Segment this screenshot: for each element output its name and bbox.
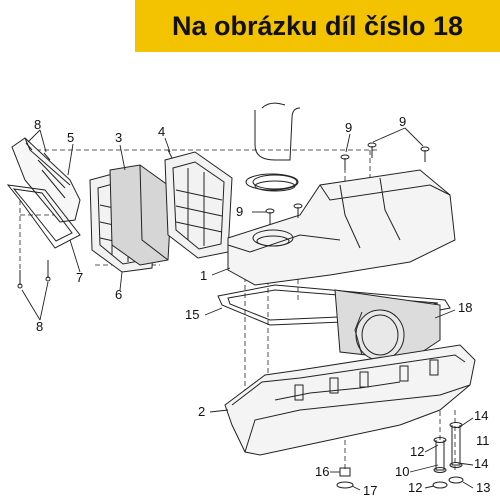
screws-part-8 (17, 142, 51, 289)
callout-3: 3 (115, 130, 122, 145)
intake-hose (252, 102, 301, 192)
callout-17: 17 (363, 483, 377, 498)
callout-9-center: 9 (345, 120, 352, 135)
part-7-gasket (6, 184, 81, 249)
part-1-upper-housing (227, 169, 456, 286)
hose-clamp (245, 173, 299, 191)
callout-15: 15 (185, 307, 199, 322)
callout-14-bottom: 14 (474, 456, 488, 471)
callout-4: 4 (158, 124, 165, 139)
callout-8-bottom: 8 (36, 319, 43, 334)
drain-tube-parts (432, 422, 464, 489)
callout-18: 18 (458, 300, 472, 315)
part-18-intake-duct (334, 289, 441, 361)
callout-8-top: 8 (34, 117, 41, 132)
callout-7: 7 (76, 270, 83, 285)
title-banner: Na obrázku díl číslo 18 (135, 0, 500, 52)
callout-16: 16 (315, 464, 329, 479)
callout-2: 2 (198, 404, 205, 419)
callout-5: 5 (67, 130, 74, 145)
callout-9-right: 9 (399, 114, 406, 129)
banner-title: Na obrázku díl číslo 18 (171, 11, 464, 41)
parts-16-17 (336, 467, 354, 489)
callout-1: 1 (200, 268, 207, 283)
callout-labels: 8 5 3 4 9 9 9 7 6 1 8 15 18 2 14 11 12 1… (34, 114, 490, 498)
part-3-filter-element (109, 164, 173, 266)
callout-13: 13 (476, 480, 490, 495)
callout-10: 10 (395, 464, 409, 479)
callout-11: 11 (476, 433, 490, 448)
screws-part-9 (265, 142, 430, 225)
part-5-inlet-cover (11, 137, 81, 223)
callout-12-top: 12 (410, 444, 424, 459)
leader-lines (21, 127, 474, 491)
callout-12-bottom: 12 (408, 480, 422, 495)
part-2-lower-housing (224, 344, 476, 456)
callout-9-left: 9 (236, 204, 243, 219)
part-4-grid-cover (164, 149, 233, 259)
callout-6: 6 (115, 287, 122, 302)
callout-14-top: 14 (474, 408, 488, 423)
